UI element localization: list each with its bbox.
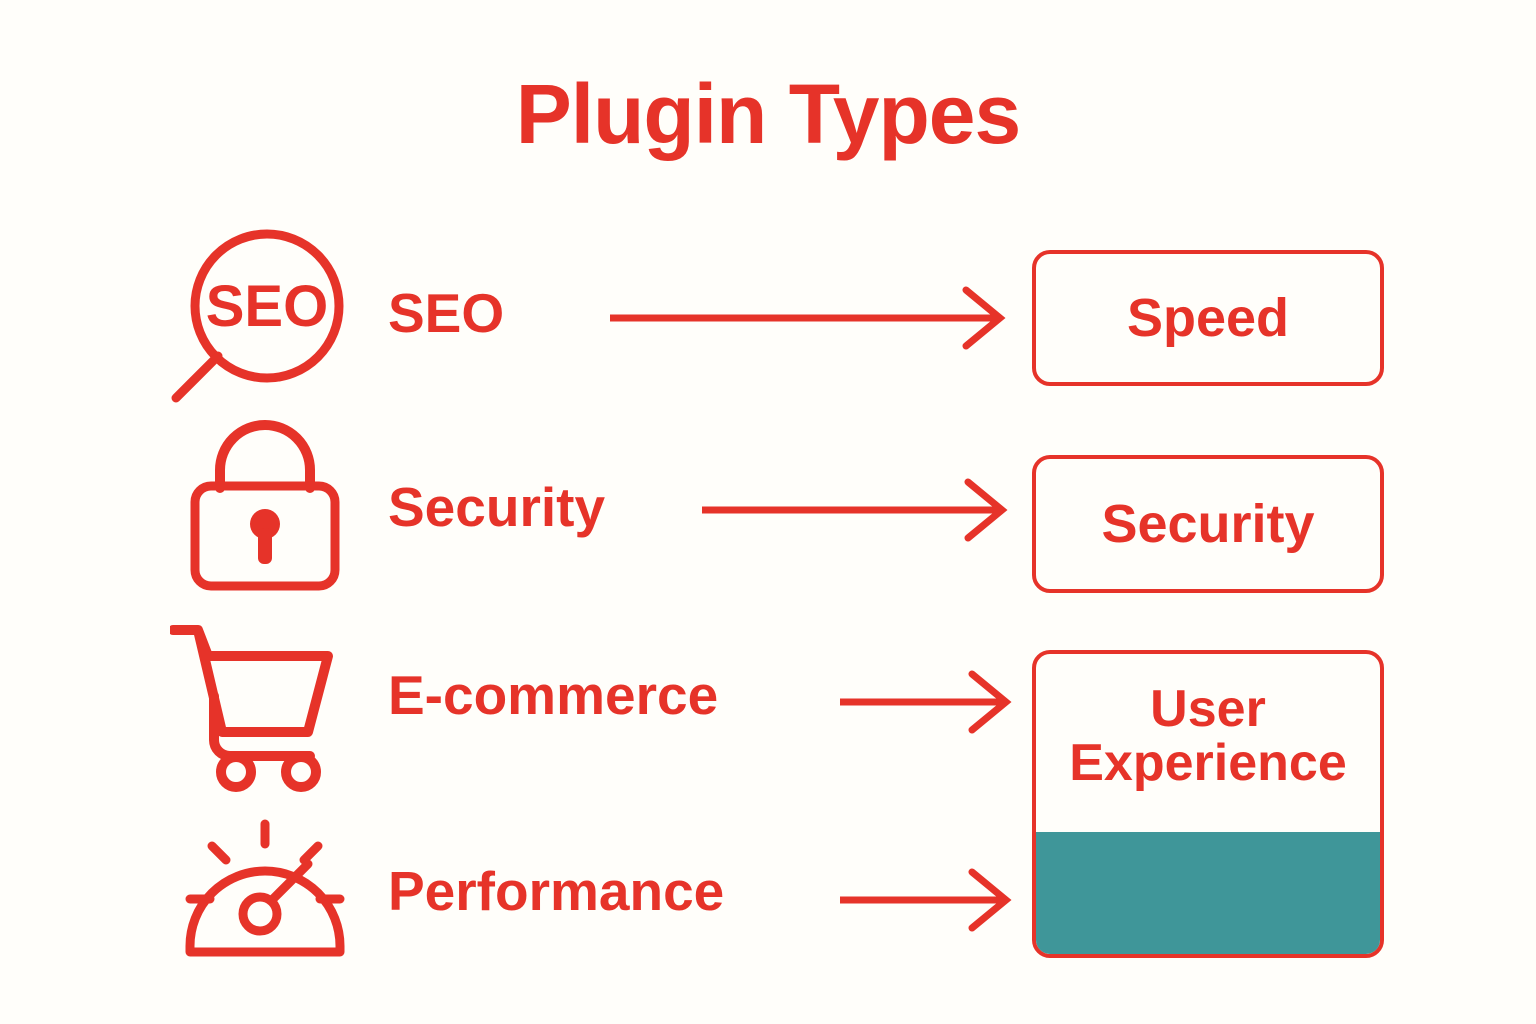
label-ecommerce: E-commerce [388,664,719,726]
shopping-cart-icon [170,612,360,792]
outcome-box-speed-label: Speed [1126,287,1290,348]
arrow-performance-to-ux [838,868,1013,932]
outcome-box-security-label: Security [1101,493,1315,554]
seo-magnifier-icon: SEO [170,228,360,408]
page-title: Plugin Types [515,67,1022,161]
label-performance: Performance [388,860,725,922]
seo-icon-label: SEO [206,274,329,339]
row-seo: SEO SEO [0,228,1536,408]
arrow-security-to-security [700,478,1010,542]
row-performance: Performance [0,806,1536,986]
outcome-box-user-experience-label: User Experience [1069,680,1347,793]
row-security: Security [0,420,1536,600]
lock-icon [170,420,360,600]
outcome-box-user-experience[interactable]: User Experience [1032,650,1384,958]
speedometer-icon [170,806,360,986]
outcome-box-speed[interactable]: Speed [1032,250,1384,386]
outcome-box-security[interactable]: Security [1032,455,1384,593]
arrow-seo-to-speed [608,286,1008,350]
row-ecommerce: E-commerce [0,612,1536,792]
label-seo: SEO [388,282,505,344]
progress-fill [1036,832,1380,954]
arrow-ecommerce-to-ux [838,670,1013,734]
label-security: Security [388,476,606,538]
